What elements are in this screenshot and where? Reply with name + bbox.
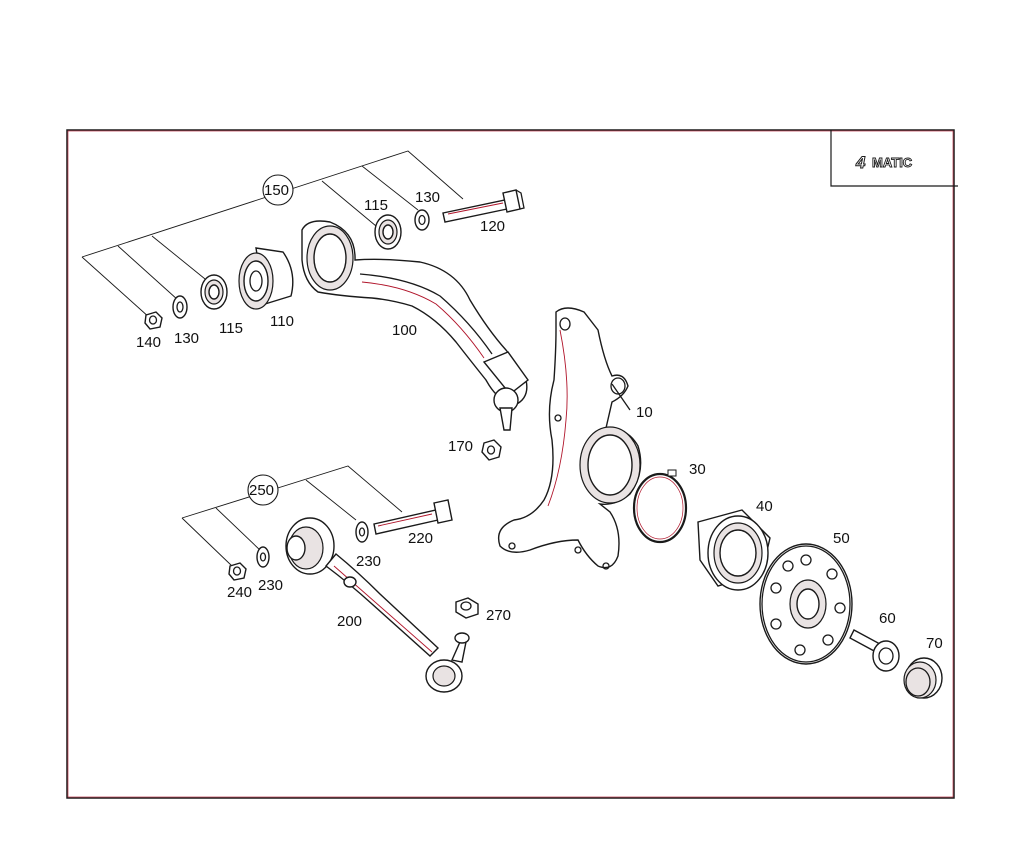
wheel-bearing-40 — [697, 509, 771, 591]
nut-270 — [455, 597, 479, 619]
tension-strut-200 — [285, 517, 470, 693]
callout-40: 40 — [756, 498, 773, 515]
callout-130-left: 130 — [174, 330, 199, 347]
badge-text: MATIC — [872, 155, 913, 170]
callout-100: 100 — [392, 322, 417, 339]
callout-220: 220 — [408, 530, 433, 547]
callout-150: 150 — [264, 182, 289, 199]
callout-130-top: 130 — [415, 189, 440, 206]
circlip-30 — [632, 469, 688, 544]
callout-70: 70 — [926, 635, 943, 652]
callout-115-top: 115 — [364, 197, 388, 214]
callout-10: 10 — [636, 404, 653, 421]
callout-30: 30 — [689, 461, 706, 478]
leader-fan-250 — [181, 465, 403, 567]
dust-cap-70 — [903, 657, 943, 699]
washer-230-right — [355, 521, 369, 543]
bolt-120 — [442, 189, 525, 223]
callout-60: 60 — [879, 610, 896, 627]
callout-50: 50 — [833, 530, 850, 547]
hub-bolt-60 — [849, 629, 900, 672]
nut-140 — [144, 311, 163, 330]
callout-270: 270 — [486, 607, 511, 624]
bushing-110 — [238, 247, 294, 310]
washer-130-left — [172, 295, 188, 319]
control-arm-100 — [301, 220, 529, 431]
washer-230-left — [256, 546, 270, 568]
bushing-115-top — [374, 214, 402, 250]
bushing-115-left — [200, 274, 228, 310]
wheel-hub-50 — [759, 543, 853, 665]
callout-110: 110 — [270, 313, 294, 330]
nut-170 — [481, 439, 502, 461]
callout-120: 120 — [480, 218, 505, 235]
callout-circle-150 — [262, 174, 294, 206]
leader-fan-150 — [81, 150, 464, 319]
4matic-badge: 4 MATIC — [830, 130, 958, 187]
steering-knuckle-10 — [497, 307, 642, 570]
nut-240 — [228, 562, 247, 581]
callout-115-left: 115 — [219, 320, 243, 337]
callout-230-right: 230 — [356, 553, 381, 570]
callout-230-left: 230 — [258, 577, 283, 594]
callout-170: 170 — [448, 438, 473, 455]
washer-130-top — [414, 209, 430, 231]
callout-circle-250 — [247, 474, 279, 506]
callout-250: 250 — [249, 482, 274, 499]
diagram-frame — [66, 129, 955, 799]
bolt-220 — [373, 499, 453, 535]
badge-number: 4 — [855, 153, 866, 172]
callout-200: 200 — [337, 613, 362, 630]
callout-140: 140 — [136, 334, 161, 351]
callout-240: 240 — [227, 584, 252, 601]
